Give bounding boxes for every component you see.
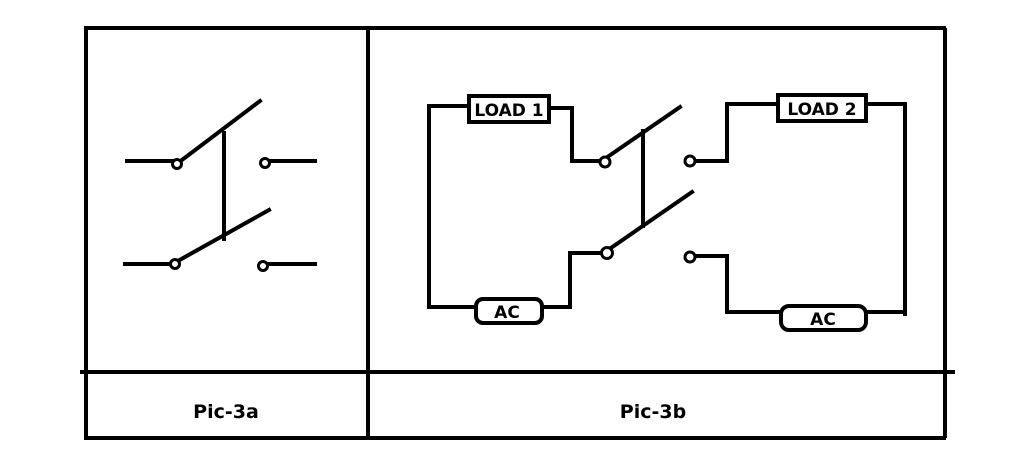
caption-pic-3a: Pic-3a [193, 401, 259, 423]
ac-source-right-box [779, 304, 868, 332]
upper-contact-terminal [683, 154, 697, 168]
upper-pivot-terminal [171, 158, 183, 170]
load2-box [776, 93, 868, 123]
left-circuit [427, 104, 605, 309]
right-circuit [693, 102, 907, 316]
panel-pic-3b: LOAD 1 LOAD 2 AC AC [427, 93, 907, 332]
ac-source-left-box [474, 297, 544, 325]
load1-box [467, 94, 551, 124]
panel-pic-3a [123, 98, 317, 272]
figure-frame [80, 26, 955, 440]
switch-to-ac-wire [693, 254, 783, 314]
left-circuit-outer-wire [427, 104, 478, 309]
upper-switch-blade [175, 98, 263, 166]
ac-source-left-label: AC [494, 303, 520, 323]
ac-source-left: AC [474, 297, 544, 325]
lower-switch-pole [123, 207, 317, 272]
caption-pic-3b: Pic-3b [620, 401, 686, 423]
switch-to-load2-wire [693, 102, 780, 163]
lower-switch-blade [173, 207, 272, 265]
load2-to-right-rail-wire [864, 102, 907, 316]
load1-component: LOAD 1 [467, 94, 551, 124]
ac-source-right: AC [779, 304, 868, 332]
ac-to-switch-wire [540, 251, 605, 309]
lower-pivot-terminal [600, 246, 614, 260]
load2-label: LOAD 2 [787, 100, 856, 120]
upper-switch-pole [125, 98, 317, 241]
upper-pivot-terminal [598, 155, 612, 169]
lower-contact-terminal [683, 250, 697, 264]
dpst-switch [598, 104, 697, 264]
lower-pivot-terminal [169, 258, 181, 270]
lower-switch-blade [605, 189, 695, 253]
load1-label: LOAD 1 [474, 101, 543, 121]
load1-to-switch-wire [547, 106, 602, 163]
ac-source-right-label: AC [810, 310, 836, 330]
load2-component: LOAD 2 [776, 93, 868, 123]
